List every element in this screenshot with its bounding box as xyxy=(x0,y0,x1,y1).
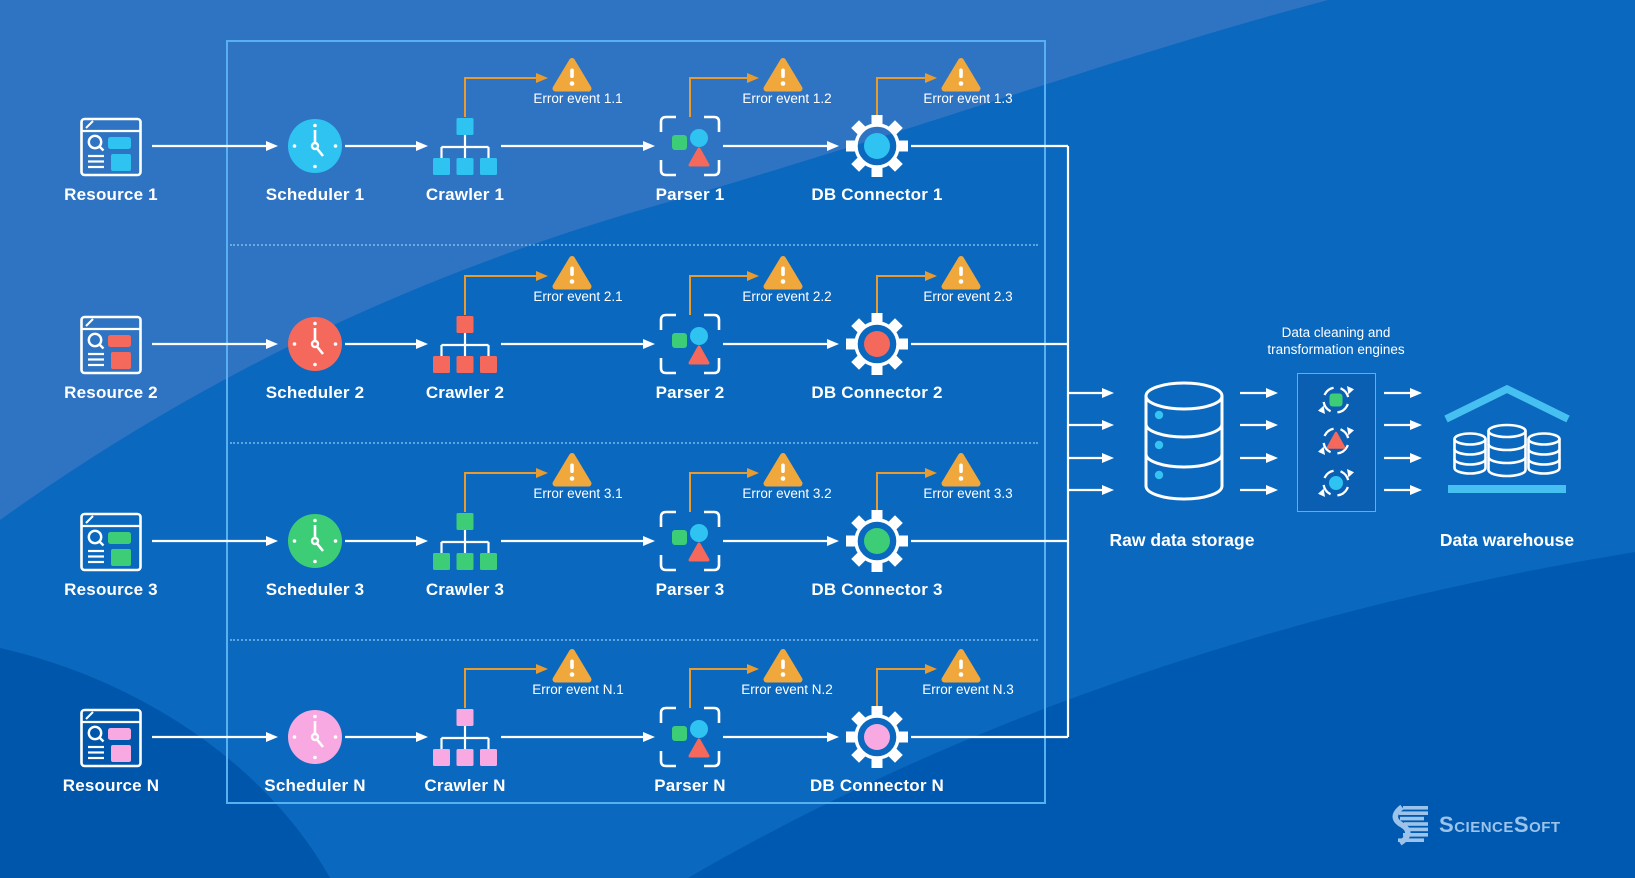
warning-icon xyxy=(763,255,803,295)
row-separator xyxy=(230,442,1038,444)
row-separator xyxy=(230,244,1038,246)
scheduler-label: Scheduler 1 xyxy=(265,185,365,204)
crawler-icon xyxy=(433,513,497,575)
scheduler-icon xyxy=(287,316,343,377)
warning-icon xyxy=(941,648,981,688)
error-event-label: Error event N.3 xyxy=(922,682,1014,697)
parser-label: Parser 2 xyxy=(655,383,725,402)
scheduler-label: Scheduler N xyxy=(264,776,366,795)
parser-icon xyxy=(659,313,721,380)
scheduler-label: Scheduler 3 xyxy=(265,580,365,599)
cleaning-engine-icon-square xyxy=(1318,382,1354,423)
scheduler-icon xyxy=(287,118,343,179)
db-connector-gear-icon xyxy=(843,112,911,185)
engines-caption-line1: Data cleaning and xyxy=(1281,325,1391,340)
resource-label: Resource N xyxy=(62,776,160,795)
warning-icon xyxy=(552,452,592,492)
error-event-label: Error event 3.1 xyxy=(533,486,623,501)
error-event-label: Error event 1.2 xyxy=(742,91,832,106)
db-connector-label: DB Connector 2 xyxy=(811,383,943,402)
db-connector-label: DB Connector 3 xyxy=(811,580,943,599)
error-event-label: Error event 2.2 xyxy=(742,289,832,304)
error-event-label: Error event 3.2 xyxy=(742,486,832,501)
resource-icon xyxy=(80,510,142,577)
warning-icon xyxy=(941,57,981,97)
scheduler-icon xyxy=(287,709,343,770)
resource-icon xyxy=(80,706,142,773)
error-event-label: Error event N.1 xyxy=(532,682,624,697)
error-event-label: Error event 3.3 xyxy=(923,486,1013,501)
data-warehouse-label: Data warehouse xyxy=(1439,530,1575,550)
sciencesoft-logo: ScienceSoft xyxy=(1390,804,1561,846)
crawler-icon xyxy=(433,709,497,771)
crawler-icon xyxy=(433,316,497,378)
parser-icon xyxy=(659,706,721,773)
parser-icon xyxy=(659,510,721,577)
engines-caption-line2: transformation engines xyxy=(1267,342,1405,357)
resource-label: Resource 3 xyxy=(64,580,158,599)
crawler-label: Crawler 3 xyxy=(425,580,505,599)
error-event-label: Error event 2.1 xyxy=(533,289,623,304)
warning-icon xyxy=(763,648,803,688)
cleaning-engine-icon-triangle xyxy=(1318,423,1354,464)
parser-label: Parser 1 xyxy=(655,185,725,204)
resource-label: Resource 2 xyxy=(64,383,158,402)
scheduler-label: Scheduler 2 xyxy=(265,383,365,402)
db-connector-gear-icon xyxy=(843,310,911,383)
parser-label: Parser 3 xyxy=(655,580,725,599)
warning-icon xyxy=(941,452,981,492)
error-event-label: Error event 2.3 xyxy=(923,289,1013,304)
db-connector-label: DB Connector 1 xyxy=(811,185,943,204)
error-event-label: Error event 1.1 xyxy=(533,91,623,106)
pipeline-group-box xyxy=(226,40,1046,804)
row-separator xyxy=(230,639,1038,641)
data-warehouse-icon xyxy=(1441,382,1573,507)
crawler-label: Crawler 1 xyxy=(425,185,505,204)
error-event-label: Error event N.2 xyxy=(741,682,833,697)
cleaning-engine-icon-circle xyxy=(1318,465,1354,506)
white-flow-arrows xyxy=(152,141,1422,742)
resource-icon xyxy=(80,313,142,380)
resource-label: Resource 1 xyxy=(64,185,158,204)
error-event-label: Error event 1.3 xyxy=(923,91,1013,106)
crawler-icon xyxy=(433,118,497,180)
warning-icon xyxy=(552,255,592,295)
warning-icon xyxy=(552,648,592,688)
warning-icon xyxy=(941,255,981,295)
wave-bottom-left xyxy=(0,648,330,878)
sciencesoft-logo-text: ScienceSoft xyxy=(1439,812,1561,837)
warning-icon xyxy=(763,452,803,492)
parser-icon xyxy=(659,115,721,182)
db-connector-gear-icon xyxy=(843,507,911,580)
crawler-label: Crawler 2 xyxy=(425,383,505,402)
parser-label: Parser N xyxy=(654,776,726,795)
warning-icon xyxy=(552,57,592,97)
wave-bottom-right xyxy=(688,552,1635,878)
sciencesoft-logo-mark-icon xyxy=(1392,804,1428,846)
db-connector-gear-icon xyxy=(843,703,911,776)
db-connector-label: DB Connector N xyxy=(809,776,945,795)
resource-icon xyxy=(80,115,142,182)
scheduler-icon xyxy=(287,513,343,574)
raw-storage-label: Raw data storage xyxy=(1109,530,1255,550)
crawler-label: Crawler N xyxy=(424,776,506,795)
raw-storage-database-icon xyxy=(1142,379,1226,508)
engines-caption: Data cleaning and transformation engines xyxy=(1221,324,1451,358)
warning-icon xyxy=(763,57,803,97)
error-elbow-arrows xyxy=(464,73,937,708)
